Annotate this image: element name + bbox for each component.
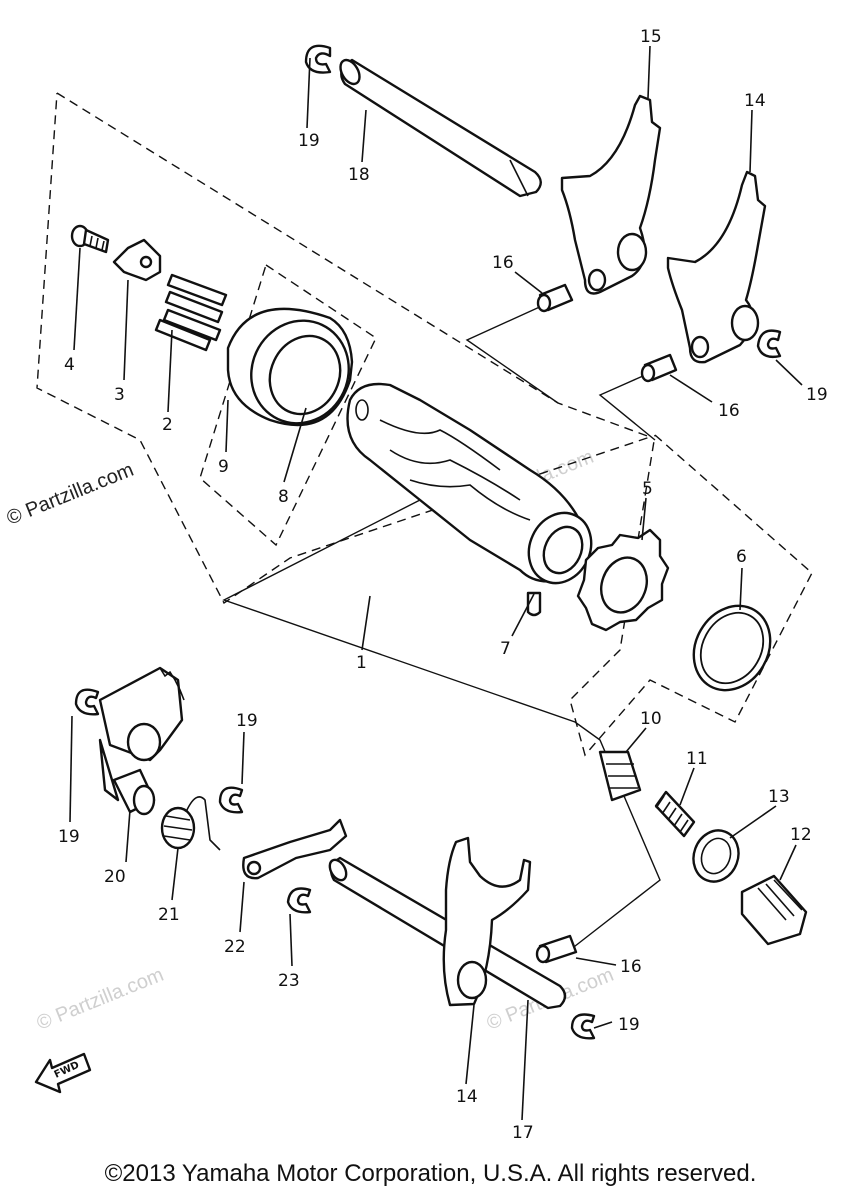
group-outline-left [36,92,653,605]
shift-fork-lower [442,836,532,1007]
fork-pin-indicator-upper [465,299,559,404]
callout-8: 8 [278,487,289,507]
shift-fork-upper-right [666,170,767,364]
callout-22: 22 [224,937,246,957]
callout-18: 18 [348,165,370,185]
segment-pins [154,273,228,352]
shift-lever [242,818,348,880]
callout-19: 19 [236,711,258,731]
segment-plate [112,238,162,282]
shift-arm [98,666,185,802]
circlip-lever [286,887,312,914]
plug-bolt [740,874,808,946]
stopper-plunger [598,750,642,802]
forward-direction-arrow: FWD [34,1052,92,1094]
callout-19: 19 [58,827,80,847]
callout-17: 17 [512,1123,534,1143]
callout-21: 21 [158,905,180,925]
watermark-faint: © Partzilla.com [34,964,167,1035]
callout-5: 5 [642,479,653,499]
callout-labels: 19 18 15 14 16 16 19 4 3 2 9 8 5 6 7 1 1… [58,27,828,1143]
fork-pin-indicator-lower [598,371,656,441]
circlip-ring [692,604,772,692]
bearing [226,307,354,427]
callout-9: 9 [218,457,229,477]
callout-19: 19 [806,385,828,405]
circlip-bottom [570,1013,596,1040]
guide-pin-middle [640,353,678,383]
circlip-top [304,44,332,74]
callout-16: 16 [492,253,514,273]
callout-20: 20 [104,867,126,887]
callout-11: 11 [686,749,708,769]
plunger-spring [654,790,696,838]
callout-16: 16 [620,957,642,977]
callout-23: 23 [278,971,300,991]
watermark-primary: © Partzilla.com [4,459,137,530]
return-spring [160,796,221,851]
callout-3: 3 [114,385,125,405]
group-outline-drum [199,264,377,547]
callout-10: 10 [640,709,662,729]
gasket-washer [692,829,740,883]
callout-2: 2 [162,415,173,435]
callout-12: 12 [790,825,812,845]
guide-pin-lower [535,934,578,964]
copyright-notice: ©2013 Yamaha Motor Corporation, U.S.A. A… [104,1160,757,1187]
shift-fork-shaft-upper [339,58,542,198]
callout-15: 15 [640,27,662,47]
leader-lines [69,45,803,1121]
callout-19: 19 [618,1015,640,1035]
circlip-right [756,329,782,359]
shift-fork-upper [560,94,662,295]
circlip-left [74,688,100,716]
callout-16: 16 [718,401,740,421]
stopper-cam [576,528,670,632]
callout-7: 7 [500,639,511,659]
drum-pin [526,591,542,617]
callout-19: 19 [298,131,320,151]
callout-1: 1 [356,653,367,673]
circlip-shaft [218,786,244,814]
callout-6: 6 [736,547,747,567]
callout-14: 14 [744,91,766,111]
shift-drum [346,382,593,585]
callout-13: 13 [768,787,790,807]
screw [70,224,110,254]
guide-pin-upper [536,283,574,313]
drum-assembly-outline [222,499,661,951]
callout-4: 4 [64,355,75,375]
callout-14: 14 [456,1087,478,1107]
shift-arm-roller [112,768,156,816]
